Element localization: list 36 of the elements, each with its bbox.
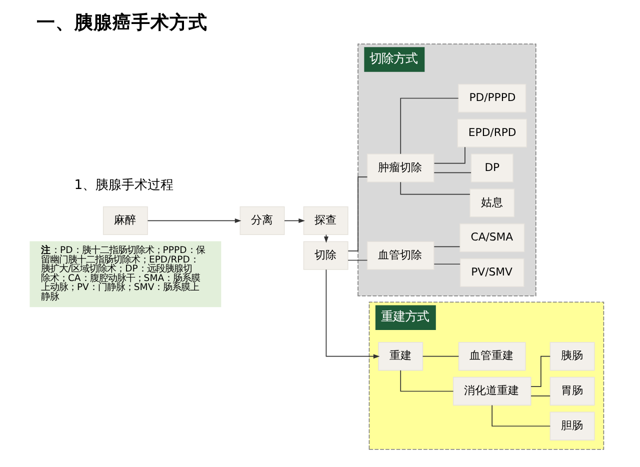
node-box: EPD/RPD bbox=[457, 118, 527, 148]
node-box: 重建 bbox=[378, 342, 424, 371]
connector bbox=[400, 98, 459, 154]
connector bbox=[348, 260, 368, 261]
node-box: DP bbox=[470, 154, 514, 182]
connector bbox=[434, 172, 472, 174]
connector bbox=[422, 356, 460, 357]
node-box: PV/SMV bbox=[460, 258, 524, 287]
connector bbox=[348, 176, 368, 252]
node-box: 消化道重建 bbox=[452, 376, 532, 406]
diagram-title: 一、胰腺癌手术方式 bbox=[36, 12, 208, 34]
node-box: PD/PPPD bbox=[458, 84, 526, 113]
node-box: 胰肠 bbox=[550, 342, 595, 371]
node-box: 姑息 bbox=[470, 188, 515, 218]
node-box: 探查 bbox=[303, 206, 348, 236]
connector bbox=[434, 246, 460, 248]
node-box: 胃肠 bbox=[550, 376, 595, 406]
connector bbox=[434, 264, 460, 265]
node-box: 血管重建 bbox=[458, 342, 526, 371]
node-box: 胆肠 bbox=[550, 412, 595, 440]
connector bbox=[434, 146, 466, 164]
arrow bbox=[326, 269, 380, 359]
arrow bbox=[284, 218, 305, 223]
node-box: 分离 bbox=[240, 206, 285, 236]
connector bbox=[530, 356, 551, 388]
node-box: 注：PD：胰十二指肠切除术；PPPD：保留幽门胰十二指肠切除术；EPD/RPD：胰扩大/区域切除术；DP：远段胰腺切除术；CA：腹腔动脉干；SMA：肠系膜上动脉；PV：门静脉；SMV：肠系膜上静脉 bbox=[30, 241, 222, 308]
node-box: 血管切除 bbox=[366, 241, 434, 270]
node-box: CA/SMA bbox=[460, 223, 525, 252]
connector bbox=[400, 370, 454, 392]
connector bbox=[492, 404, 551, 427]
node-box: 切除 bbox=[303, 241, 348, 270]
node-box: 麻醉 bbox=[102, 206, 148, 236]
label: 1、胰腺手术过程 bbox=[74, 178, 174, 194]
node-box: 肿瘤切除 bbox=[366, 154, 434, 182]
connector bbox=[530, 395, 551, 396]
arrow bbox=[147, 218, 242, 223]
